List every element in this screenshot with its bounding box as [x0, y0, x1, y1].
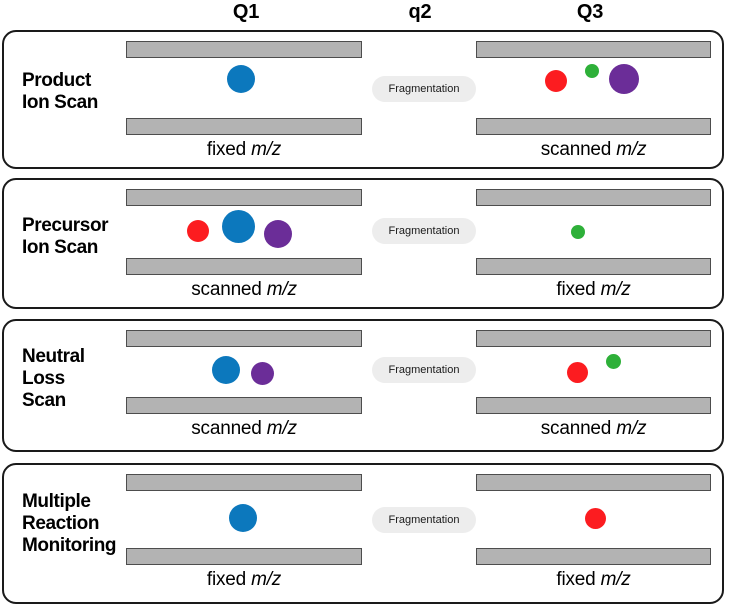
- ion-dot-red: [187, 220, 209, 242]
- fragmentation-pill: Fragmentation: [372, 218, 476, 244]
- column-header-q1: Q1: [232, 1, 260, 23]
- ion-dot-blue: [222, 210, 255, 243]
- fragmentation-pill: Fragmentation: [372, 76, 476, 102]
- fragmentation-pill: Fragmentation: [372, 507, 476, 533]
- q3-mz-caption: scanned m/z: [540, 139, 647, 160]
- q3-rod-top: [476, 189, 711, 206]
- q3-rod-top: [476, 330, 711, 347]
- q1-rod-top: [126, 474, 362, 491]
- q1-mz-caption: fixed m/z: [206, 139, 282, 160]
- q3-mz-caption: scanned m/z: [540, 418, 647, 439]
- q3-rod-bottom: [476, 548, 711, 565]
- q1-rod-bottom: [126, 548, 362, 565]
- ion-dot-blue: [229, 504, 257, 532]
- ion-dot-purple: [264, 220, 292, 248]
- q1-rod-top: [126, 189, 362, 206]
- column-header-q3: Q3: [576, 1, 604, 23]
- q1-mz-caption: fixed m/z: [206, 569, 282, 590]
- ion-dot-green: [606, 354, 621, 369]
- q3-rod-bottom: [476, 118, 711, 135]
- q1-mz-caption: scanned m/z: [191, 279, 297, 300]
- ion-dot-green: [585, 64, 599, 78]
- q3-rod-bottom: [476, 397, 711, 414]
- ion-dot-purple: [251, 362, 274, 385]
- mz-unit: m/z: [266, 279, 297, 300]
- column-header-q2: q2: [408, 1, 432, 23]
- ion-dot-purple: [609, 64, 639, 94]
- mz-unit: m/z: [616, 418, 647, 439]
- q3-mz-caption: fixed m/z: [556, 279, 631, 300]
- ion-dot-green: [571, 225, 585, 239]
- ion-dot-blue: [227, 65, 255, 93]
- q3-rod-top: [476, 474, 711, 491]
- column-header-row: Q1 q2 Q3: [0, 0, 729, 28]
- ion-dot-red: [567, 362, 588, 383]
- ion-dot-red: [585, 508, 606, 529]
- mz-unit: m/z: [600, 569, 631, 590]
- fragmentation-pill: Fragmentation: [372, 357, 476, 383]
- q3-mz-caption: fixed m/z: [556, 569, 631, 590]
- ion-dot-blue: [212, 356, 240, 384]
- q1-rod-bottom: [126, 397, 362, 414]
- q1-rod-top: [126, 41, 362, 58]
- mz-unit: m/z: [251, 139, 282, 160]
- q1-rod-top: [126, 330, 362, 347]
- mz-unit: m/z: [600, 279, 631, 300]
- ion-dot-red: [545, 70, 567, 92]
- mz-unit: m/z: [266, 418, 297, 439]
- mz-unit: m/z: [616, 139, 647, 160]
- q3-rod-bottom: [476, 258, 711, 275]
- q1-rod-bottom: [126, 118, 362, 135]
- q3-rod-top: [476, 41, 711, 58]
- mz-unit: m/z: [251, 569, 282, 590]
- q1-rod-bottom: [126, 258, 362, 275]
- q1-mz-caption: scanned m/z: [191, 418, 297, 439]
